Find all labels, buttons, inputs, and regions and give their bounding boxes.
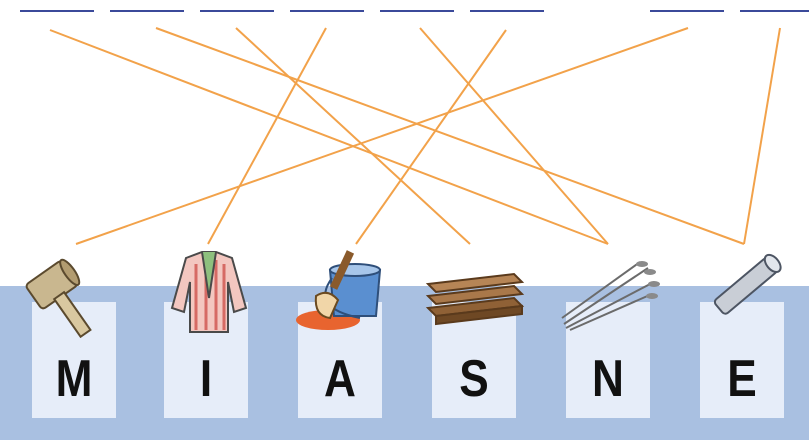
connection-line-7 [75, 27, 689, 245]
connection-line-6 [355, 29, 507, 245]
answer-blank-3[interactable] [200, 10, 274, 12]
tile-letter-a: A [324, 350, 356, 408]
connection-line-2 [155, 27, 745, 245]
mallet-icon [25, 258, 92, 338]
striped-robe-icon [170, 251, 248, 333]
answer-blank-4[interactable] [290, 10, 364, 12]
tile-letter-i: I [199, 350, 213, 408]
connection-line-3 [235, 27, 471, 245]
tile-letter-n: N [592, 350, 624, 408]
tile-card-e[interactable] [700, 302, 784, 418]
connection-line-4 [207, 27, 327, 245]
answer-blank-2[interactable] [110, 10, 184, 12]
tile-letter-e: E [727, 350, 757, 408]
wooden-planks-icon [425, 272, 525, 326]
paint-bucket-brush-icon [296, 250, 382, 330]
connection-line-8 [743, 27, 781, 245]
bundle-of-sticks-icon [561, 261, 660, 331]
answer-blank-8[interactable] [740, 10, 809, 12]
horn-tube-icon [713, 253, 782, 315]
answer-blank-5[interactable] [380, 10, 454, 12]
connection-line-5 [419, 27, 609, 245]
answer-blank-1[interactable] [20, 10, 94, 12]
answer-blank-6[interactable] [470, 10, 544, 12]
tile-band [0, 286, 809, 440]
answer-blank-7[interactable] [650, 10, 724, 12]
tile-letter-m: M [55, 350, 93, 408]
tile-letter-s: S [459, 350, 489, 408]
connection-line-1 [49, 29, 609, 245]
